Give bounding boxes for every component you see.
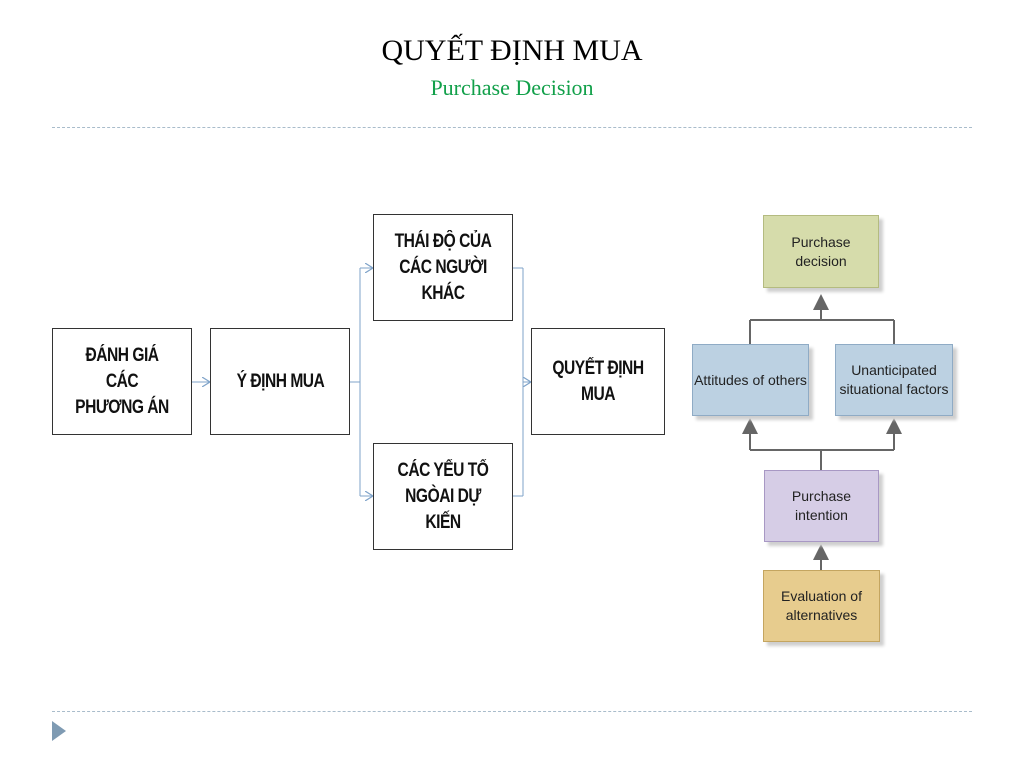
- box-intention-label: Ý ĐỊNH MUA: [236, 370, 324, 392]
- box-attitudes-of-others: THÁI ĐỘ CỦA CÁC NGƯỜI KHÁC: [373, 214, 513, 321]
- box-evaluation-label: ĐÁNH GIÁ CÁC PHƯƠNG ÁN: [75, 344, 169, 418]
- model-box-attitudes: Attitudes of others: [692, 344, 809, 416]
- model-purchase-decision-label: Purchase decision: [791, 233, 851, 269]
- box-purchase-intention: Ý ĐỊNH MUA: [210, 328, 350, 435]
- model-situational-label: Unanticipated situational factors: [839, 362, 949, 397]
- model-box-situational-factors: Unanticipated situational factors: [835, 344, 953, 416]
- model-evaluation-label: Evaluation of alternatives: [781, 588, 862, 623]
- model-box-purchase-decision: Purchase decision: [763, 215, 879, 288]
- top-divider: [52, 127, 972, 128]
- box-unanticipated-label: CÁC YẾU TỐ NGÒAI DỰ KIẾN: [397, 459, 489, 533]
- model-box-purchase-intention: Purchase intention: [764, 470, 879, 542]
- page-subtitle: Purchase Decision: [430, 75, 594, 100]
- box-evaluation-alternatives: ĐÁNH GIÁ CÁC PHƯƠNG ÁN: [52, 328, 192, 435]
- next-slide-arrow-icon[interactable]: [52, 721, 66, 741]
- box-decision-label: QUYẾT ĐỊNH MUA: [552, 357, 644, 405]
- box-attitudes-label: THÁI ĐỘ CỦA CÁC NGƯỜI KHÁC: [394, 230, 492, 304]
- model-box-evaluation: Evaluation of alternatives: [763, 570, 880, 642]
- page-title: QUYẾT ĐỊNH MUA: [381, 34, 643, 67]
- box-unanticipated-factors: CÁC YẾU TỐ NGÒAI DỰ KIẾN: [373, 443, 513, 550]
- bottom-divider: [52, 711, 972, 712]
- model-attitudes-label: Attitudes of others: [694, 371, 807, 388]
- model-intention-label: Purchase intention: [791, 488, 852, 523]
- box-purchase-decision: QUYẾT ĐỊNH MUA: [531, 328, 665, 435]
